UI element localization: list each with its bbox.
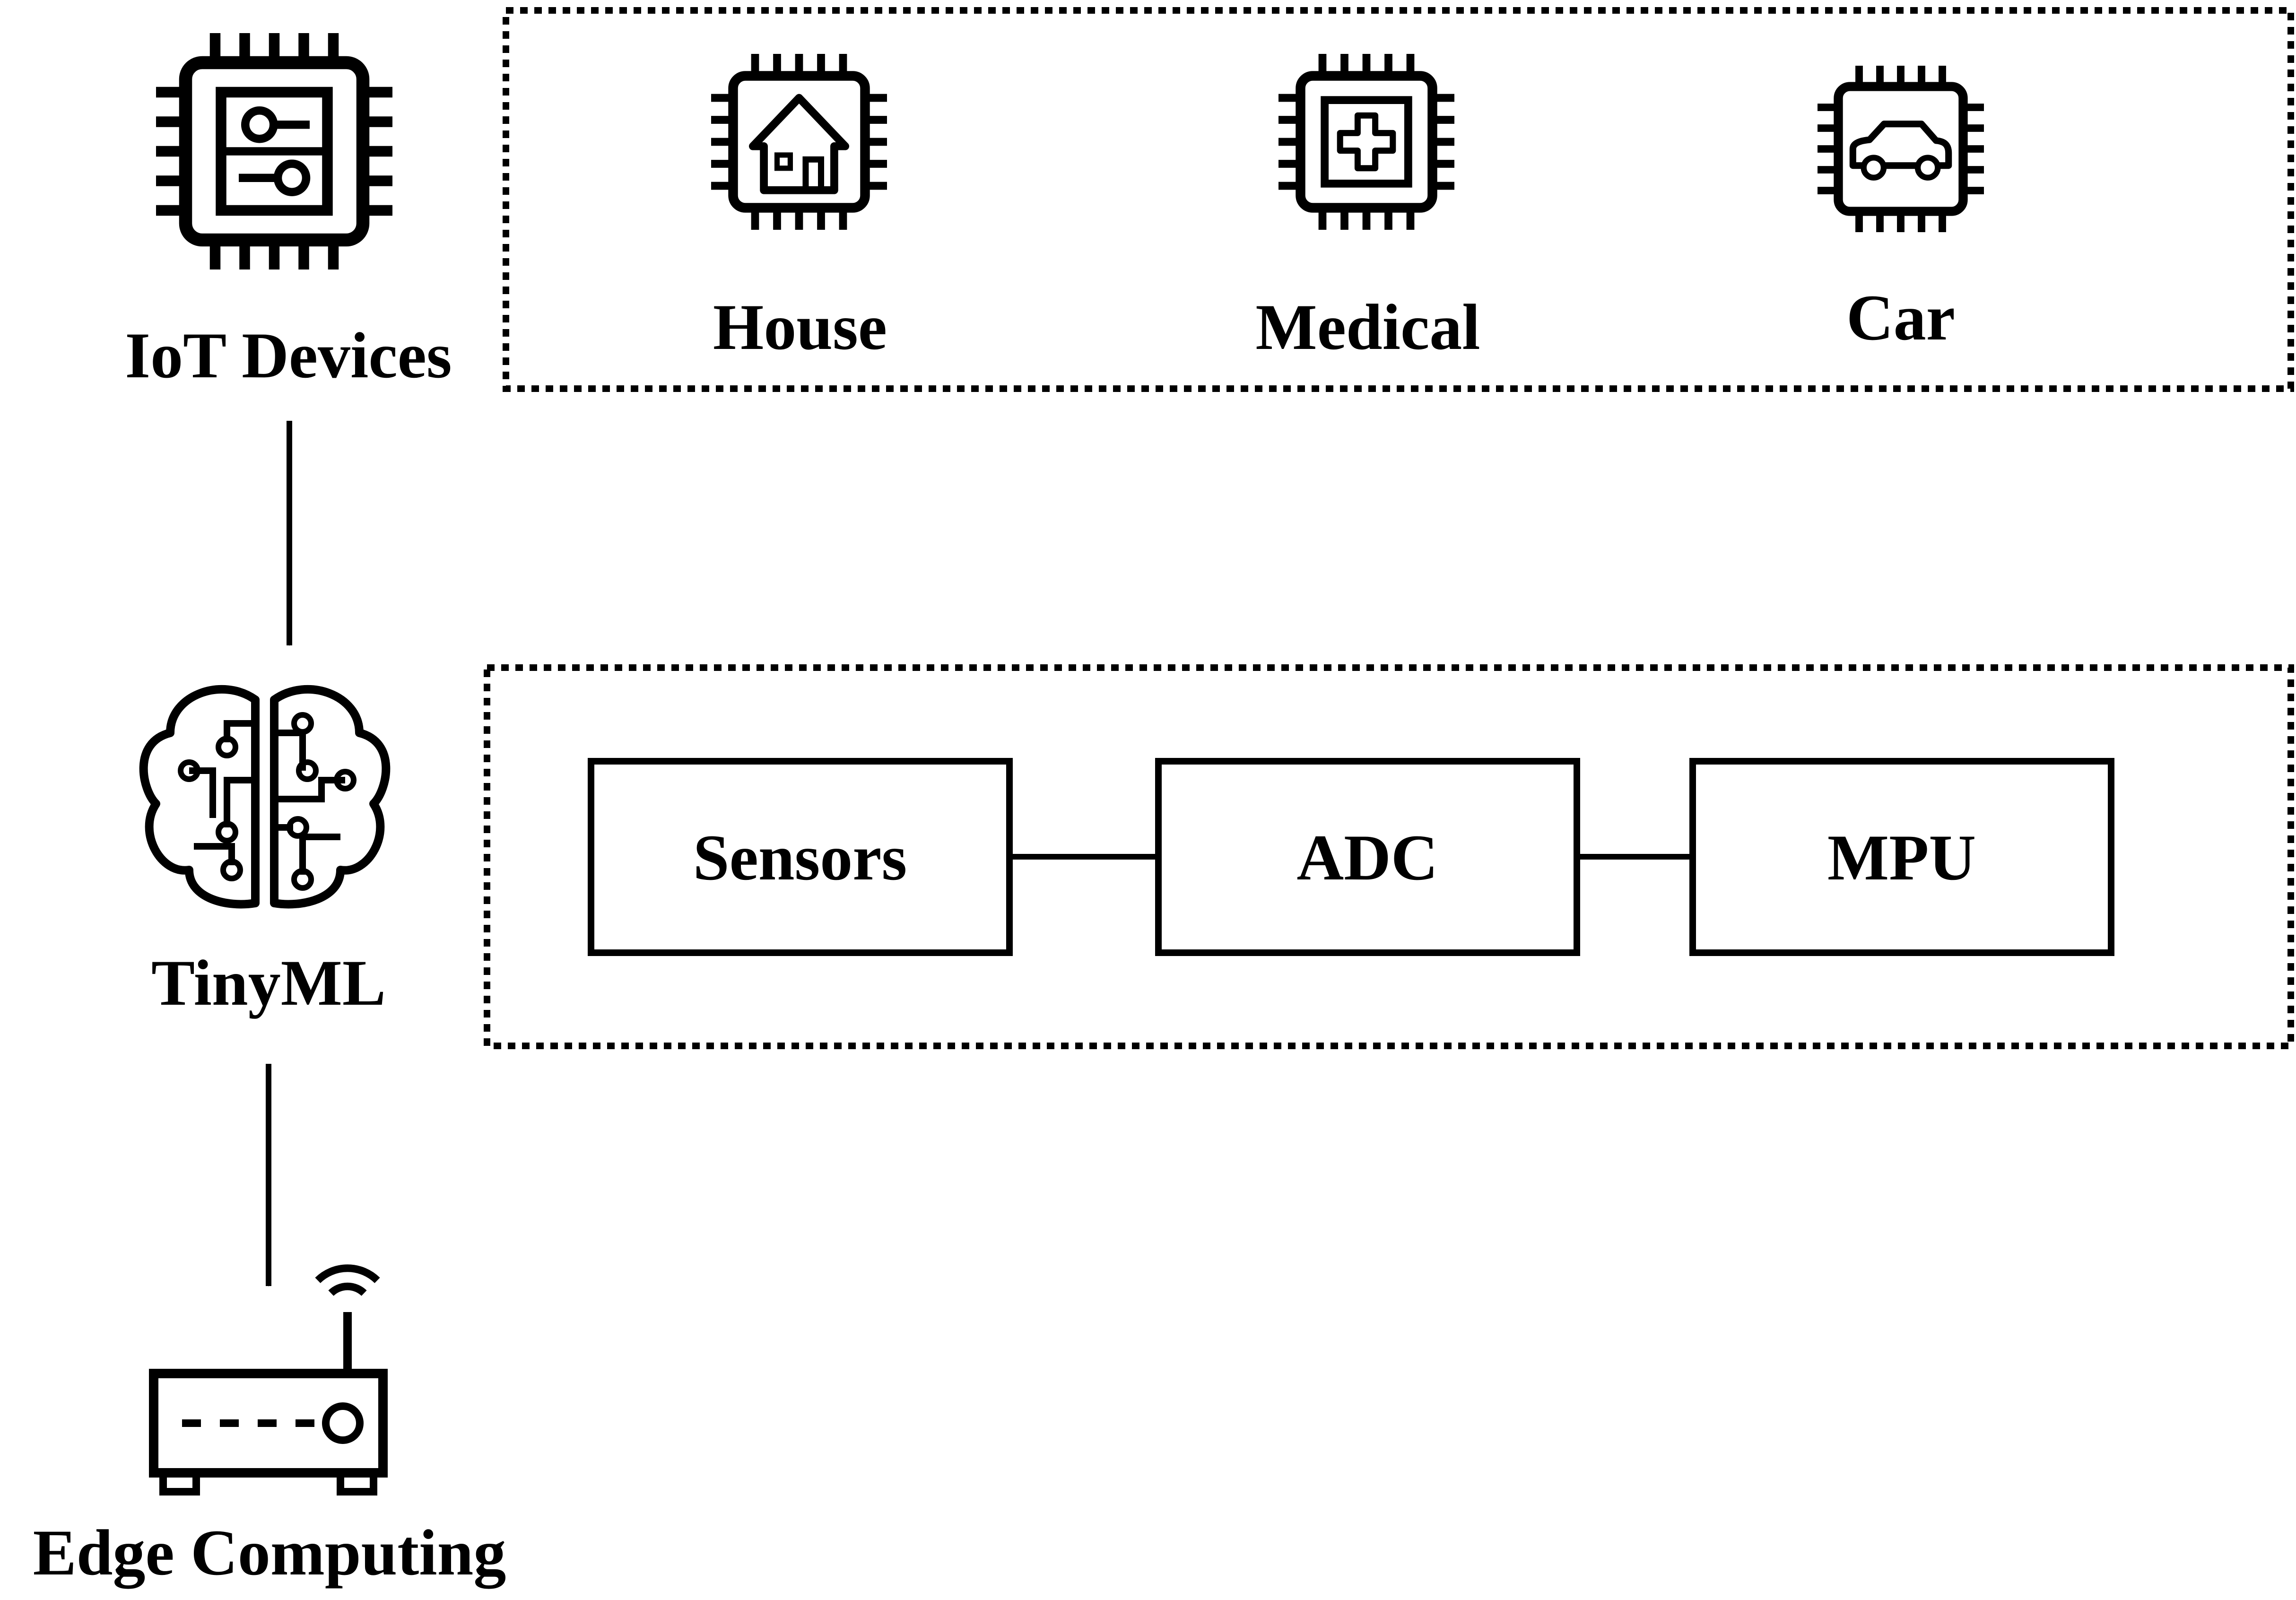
tinyml-label: TinyML: [151, 947, 386, 1019]
circuit-brain-icon: [139, 685, 391, 909]
iot-devices-label: IoT Devices: [125, 319, 452, 391]
pipeline-label-adc: ADC: [1297, 821, 1438, 894]
pipeline-label-mpu: MPU: [1827, 821, 1976, 894]
chip-circuit-icon: [156, 33, 392, 270]
pipeline-step-mpu: [1689, 758, 2114, 956]
edge-computing-label: Edge Computing: [33, 1516, 506, 1589]
chip-medical-icon: [1278, 54, 1454, 230]
device-label-house: House: [713, 291, 887, 363]
device-label-medical: Medical: [1255, 291, 1480, 363]
device-group-box: [503, 7, 2294, 392]
wifi-router-icon: [149, 1264, 388, 1496]
pipeline-group-box: [484, 664, 2294, 1049]
pipeline-label-sensors: Sensors: [693, 821, 907, 894]
chip-car-icon: [1818, 66, 1984, 232]
device-label-car: Car: [1846, 281, 1955, 354]
chip-house-icon: [711, 54, 887, 230]
